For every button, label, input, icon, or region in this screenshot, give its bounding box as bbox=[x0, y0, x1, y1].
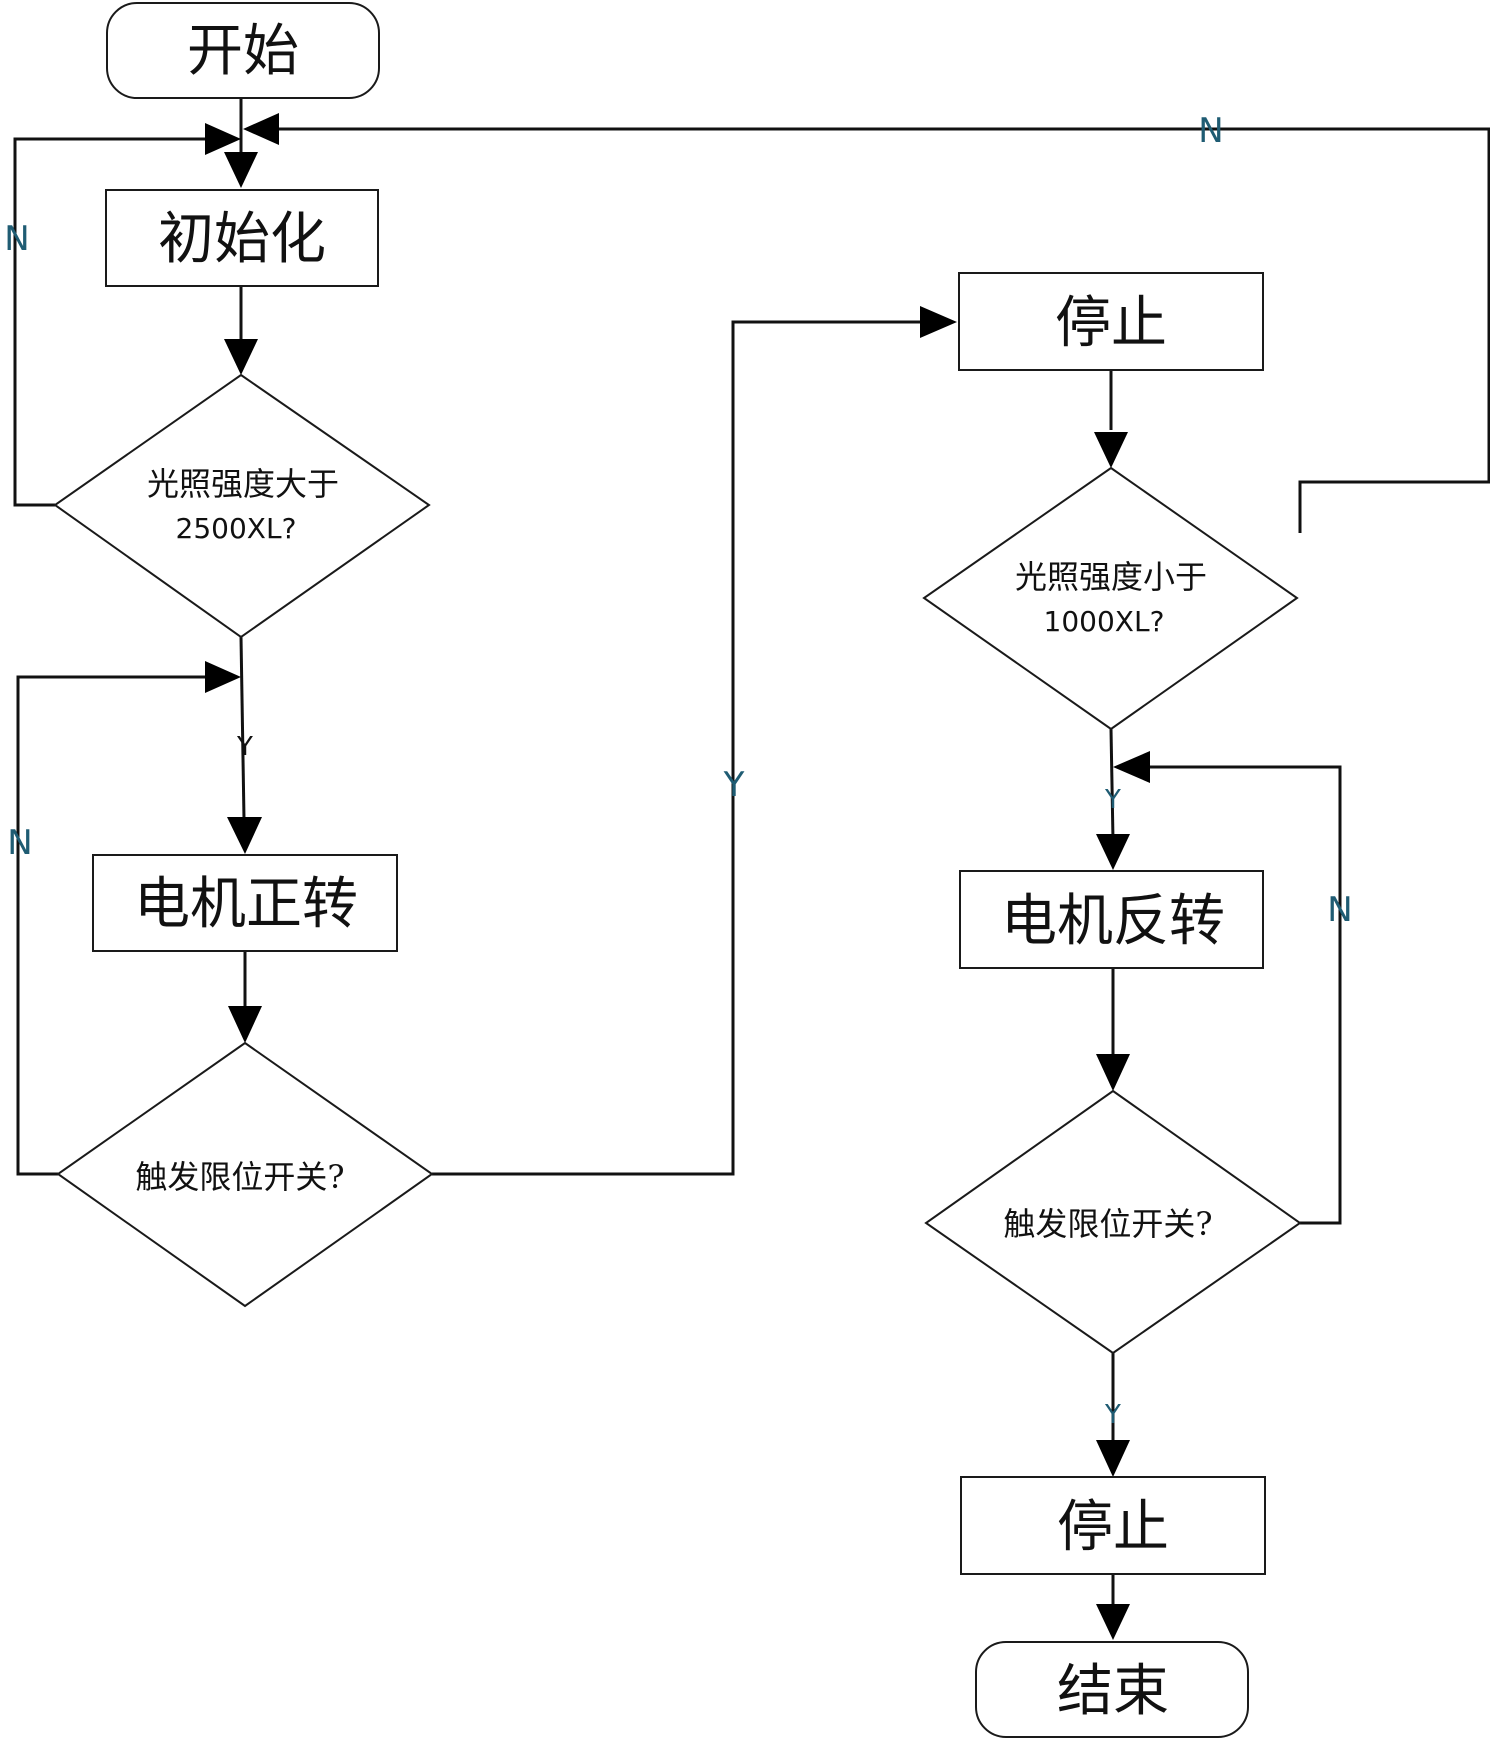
decision-light-high-line1: 光照强度大于 bbox=[147, 465, 339, 503]
arrowhead-down-end bbox=[1096, 1604, 1130, 1640]
arrowhead-down-decision3 bbox=[1094, 432, 1128, 468]
edge-label-y-right-lower: Y bbox=[1104, 1400, 1121, 1430]
motor-reverse-label: 电机反转 bbox=[1001, 889, 1225, 954]
arrowhead-down-reverse bbox=[1096, 834, 1130, 870]
edge-label-n-top: N bbox=[1198, 111, 1223, 151]
end-label: 结束 bbox=[1057, 1659, 1169, 1724]
edge-label-y-right-upper: Y bbox=[1104, 785, 1121, 815]
decision-light-low bbox=[922, 466, 1299, 731]
stop-bottom-process bbox=[960, 1476, 1266, 1575]
edge-n-left-lower bbox=[16, 675, 221, 1176]
start-terminal bbox=[106, 2, 380, 99]
arrowhead-left-top bbox=[243, 113, 279, 145]
stop-top-process bbox=[958, 272, 1264, 371]
start-label: 开始 bbox=[187, 19, 299, 84]
arrowhead-down-decision2 bbox=[228, 1006, 262, 1043]
edge-label-n-left-lower: N bbox=[7, 823, 32, 863]
arrowhead-down-decision4 bbox=[1096, 1054, 1130, 1091]
arrowhead-right-upper bbox=[205, 123, 241, 155]
motor-reverse-process bbox=[959, 870, 1264, 969]
motor-forward-label: 电机正转 bbox=[134, 872, 358, 937]
decision-light-high-line2: 2500XL? bbox=[176, 512, 297, 545]
arrowhead-down-init bbox=[224, 152, 258, 188]
arrowhead-down-stop-bottom bbox=[1096, 1440, 1130, 1477]
arrowhead-right-stop bbox=[920, 306, 957, 338]
decision-light-low-line1: 光照强度小于 bbox=[1015, 558, 1207, 596]
motor-forward-process bbox=[92, 854, 398, 952]
edge-label-n-left-upper: N bbox=[4, 219, 29, 259]
edge-label-n-right: N bbox=[1327, 890, 1352, 930]
stop-bottom-label: 停止 bbox=[1057, 1495, 1169, 1560]
end-terminal bbox=[975, 1641, 1249, 1738]
init-label: 初始化 bbox=[158, 207, 326, 272]
edge-n-top-loop bbox=[260, 127, 1490, 533]
stop-top-label: 停止 bbox=[1055, 291, 1167, 356]
edge-y-left bbox=[239, 636, 246, 820]
decision-light-low-line2: 1000XL? bbox=[1044, 605, 1165, 638]
edge-n-right bbox=[1132, 765, 1342, 1225]
decision-limit-left-label: 触发限位开关? bbox=[135, 1158, 344, 1196]
edge-label-y-middle: Y bbox=[723, 765, 745, 805]
decision-light-high bbox=[53, 373, 431, 639]
edge-n-left-upper bbox=[13, 137, 222, 507]
arrowhead-down-forward bbox=[227, 817, 262, 854]
arrowhead-right-lower bbox=[205, 661, 241, 693]
edge-y-right-upper bbox=[1109, 728, 1115, 841]
edge-label-y-left: Y bbox=[236, 732, 253, 762]
arrowhead-left-right-loop bbox=[1113, 751, 1150, 783]
init-process bbox=[105, 189, 379, 287]
arrowhead-down-decision1 bbox=[224, 339, 258, 375]
decision-limit-left bbox=[56, 1041, 434, 1308]
decision-limit-right-label: 触发限位开关? bbox=[1003, 1205, 1212, 1243]
decision-limit-right bbox=[924, 1089, 1302, 1355]
edge-y-middle bbox=[432, 320, 925, 1176]
